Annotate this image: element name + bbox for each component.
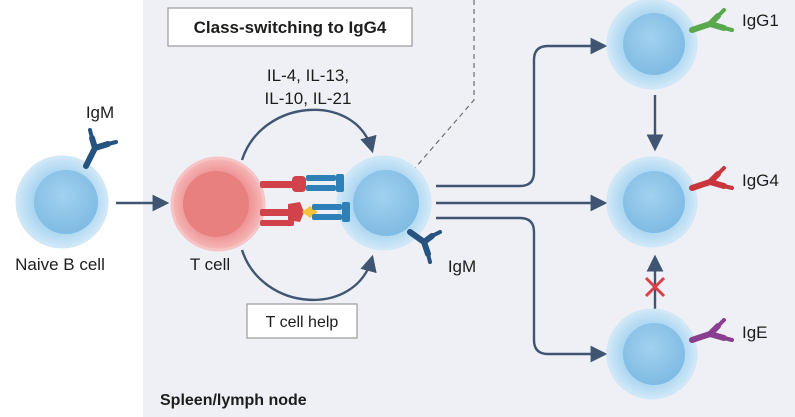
igg1-b-cell-nucleus [623, 13, 685, 75]
igg4-b-cell-nucleus [623, 171, 685, 233]
t-cell-nucleus [183, 171, 249, 237]
ige-label: IgE [742, 323, 768, 342]
synapse-receptors-icon [260, 174, 350, 226]
ige-b-cell [606, 308, 698, 400]
igg1-receptor-icon [689, 8, 734, 33]
t-cell [170, 156, 266, 252]
igg4-receptor-icon [689, 166, 734, 191]
naive-b-cell [15, 128, 118, 249]
t-cell-label: T cell [190, 255, 230, 274]
activated-igm-receptor-icon [407, 229, 442, 264]
igg1-label: IgG1 [742, 11, 779, 30]
igg1-b-cell [606, 0, 698, 90]
naive-igm-receptor-icon [83, 128, 118, 169]
header-label: Class-switching to IgG4 [194, 18, 387, 37]
cytokine-curved-arrow [240, 108, 377, 161]
activated-b-cell-nucleus [353, 170, 419, 236]
igg4-label: IgG4 [742, 171, 779, 190]
naive-b-cell-nucleus [34, 170, 98, 234]
naive-igm-label: IgM [86, 103, 114, 122]
dashed-connector [414, 0, 475, 169]
ige-receptor-icon [689, 318, 734, 343]
cytokines-line-1: IL-4, IL-13, [267, 66, 349, 85]
arrow-to-igg1 [436, 37, 608, 188]
cytokines-line-2: IL-10, IL-21 [265, 89, 352, 108]
blocked-x-icon [644, 276, 666, 298]
location-label: Spleen/lymph node [160, 392, 307, 409]
t-cell-help-label: T cell help [266, 314, 339, 331]
arrow-to-ige [436, 216, 608, 363]
help-curved-arrow [240, 249, 377, 302]
ige-b-cell-nucleus [623, 323, 685, 385]
naive-b-cell-label: Naive B cell [15, 255, 105, 274]
t-cell-help-box: T cell help [246, 303, 358, 339]
activated-b-cell [336, 155, 432, 251]
class-switching-header: Class-switching to IgG4 [167, 7, 413, 47]
igg4-b-cell [606, 156, 698, 248]
activated-igm-label: IgM [448, 257, 476, 276]
